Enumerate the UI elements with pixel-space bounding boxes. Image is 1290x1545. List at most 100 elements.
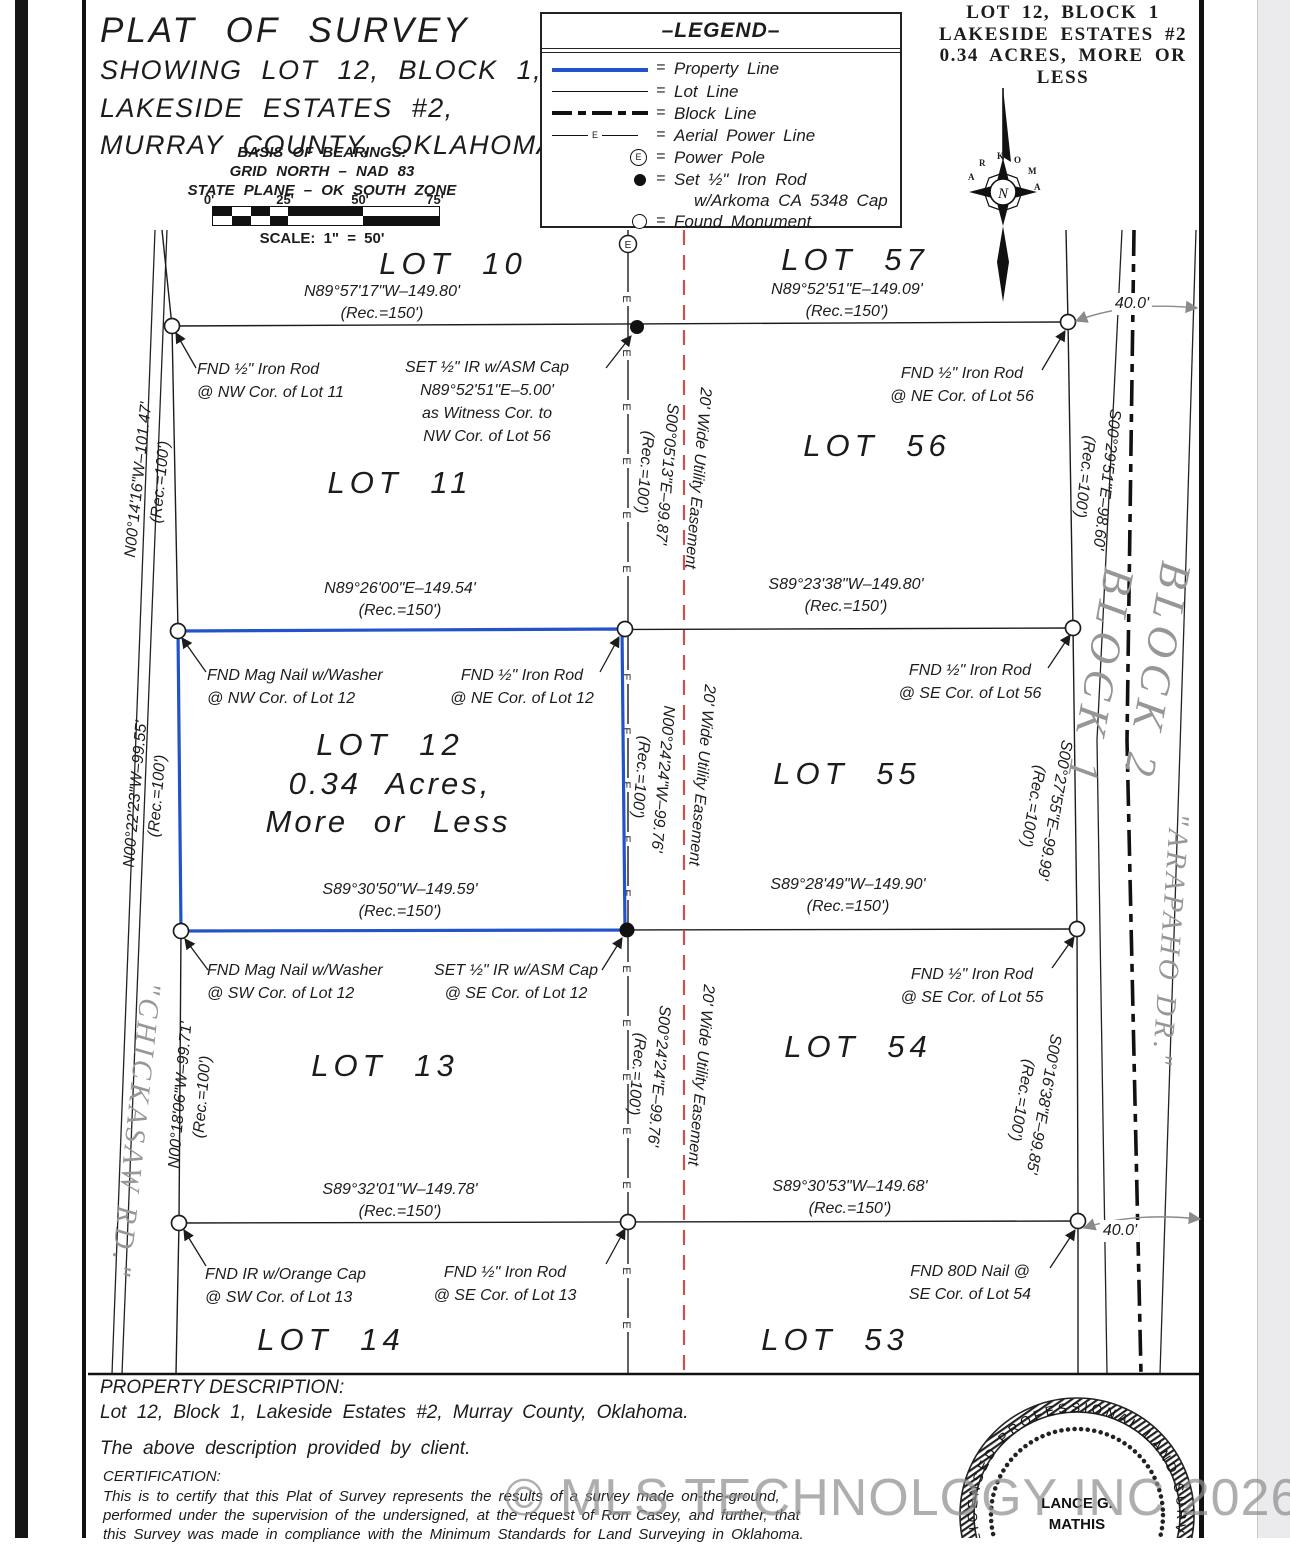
scale-caption: SCALE: 1" = 50' [259, 230, 385, 247]
svg-text:E: E [620, 965, 632, 972]
basis-of-bearings-1: BASIS OF BEARINGS: [237, 144, 407, 161]
compass-letter-r: R [979, 158, 986, 168]
scale-tick-0: 0' [203, 192, 215, 207]
property-line-swatch [552, 68, 648, 72]
record-text: (Rec.=150') [358, 602, 442, 619]
scale-tick-50: 50' [351, 192, 369, 207]
compass-letter-m: M [1028, 166, 1037, 176]
svg-text:E: E [620, 781, 632, 788]
corner-title-3: 0.34 ACRES, MORE OR LESS [939, 45, 1187, 88]
lot-10-label: LOT 10 [379, 246, 527, 281]
legend-label-block: Block Line [674, 104, 757, 123]
svg-text:E: E [620, 403, 632, 410]
record-text: (Rec.=150') [805, 303, 889, 320]
scan-edge-left [15, 0, 28, 1538]
note-line: @ SW Cor. of Lot 12 [207, 985, 355, 1002]
power-pole-symbol: E [618, 234, 638, 254]
certification-line-2: performed under the supervision of the u… [103, 1507, 800, 1524]
note-sw-lot12: FND Mag Nail w/Washer @ SW Cor. of Lot 1… [207, 959, 383, 1005]
record-text: (Rec.=150') [340, 305, 424, 322]
note-line: FND Mag Nail w/Washer [207, 962, 383, 979]
bearing-south-lot55: S89°28'49"W–149.90' (Rec.=150') [770, 874, 925, 918]
legend-row-lot-line: = Lot Line [542, 82, 900, 102]
road-lines [111, 229, 1197, 1375]
corner-title-block: LOT 12, BLOCK 1 LAKESIDE ESTATES #2 0.34… [930, 2, 1196, 88]
svg-text:E: E [620, 1267, 632, 1274]
power-pole-icon: E [630, 149, 647, 166]
svg-text:E: E [620, 349, 632, 356]
sheet-border-right [1199, 0, 1204, 1538]
record-text: (Rec.=150') [806, 898, 890, 915]
legend-label-set-rod: Set ½" Iron Rod [674, 170, 807, 189]
compass-letter-a1: A [968, 172, 975, 182]
corner-title-2: LAKESIDE ESTATES #2 [939, 23, 1187, 45]
note-line: FND ½" Iron Rod [908, 662, 1032, 679]
record-text: (Rec.=150') [804, 598, 888, 615]
record-text: (Rec.=150') [808, 1200, 892, 1217]
bearing-text: N89°52'51"E–149.09' [771, 281, 923, 298]
lot-12-acreage: 0.34 Acres, [288, 766, 492, 801]
note-line: @ SE Cor. of Lot 55 [900, 989, 1044, 1006]
page-subtitle-3: MURRAY COUNTY, OKLAHOMA [100, 130, 557, 160]
note-line: @ SE Cor. of Lot 13 [433, 1287, 577, 1304]
found-monuments [163, 313, 1087, 1232]
corner-title-1: LOT 12, BLOCK 1 [966, 2, 1160, 23]
note-line: SE Cor. of Lot 54 [908, 1286, 1032, 1303]
set-iron-rods [619, 320, 644, 938]
svg-text:E: E [620, 565, 632, 572]
leader-arrows [175, 330, 1076, 1269]
lot-11-label: LOT 11 [327, 465, 473, 500]
legend-label-lot: Lot Line [674, 82, 739, 101]
note-se-lot54: FND 80D Nail @ SE Cor. of Lot 54 [909, 1260, 1031, 1306]
svg-text:E: E [620, 1127, 632, 1134]
bearing-text: N89°26'00"E–149.54' [324, 580, 476, 597]
note-nw-lot11: FND ½" Iron Rod @ NW Cor. of Lot 11 [197, 358, 344, 404]
lot-55-label: LOT 55 [773, 756, 921, 791]
sheet-border-left [82, 0, 86, 1538]
equals-sign: = [656, 170, 666, 187]
page-subtitle-2: LAKESIDE ESTATES #2, [100, 93, 454, 123]
power-e-glyph: E [592, 130, 599, 140]
svg-text:E: E [620, 511, 632, 518]
note-line: @ SW Cor. of Lot 13 [205, 1289, 353, 1306]
compass-letter-k: K [997, 151, 1005, 161]
note-line: FND IR w/Orange Cap [205, 1266, 366, 1283]
note-line: @ NE Cor. of Lot 56 [890, 388, 1034, 405]
dimension-40-bottom: 40.0' [1099, 1220, 1141, 1243]
seal-name-2: MATHIS [1049, 1516, 1105, 1533]
property-description-title: PROPERTY DESCRIPTION: [100, 1377, 345, 1398]
scale-bar [212, 206, 440, 226]
note-line: FND ½" Iron Rod [910, 966, 1034, 983]
svg-text:E: E [620, 457, 632, 464]
note-se-lot13: FND ½" Iron Rod @ SE Cor. of Lot 13 [434, 1261, 577, 1307]
bearing-text: S89°32'01"W–149.78' [322, 1181, 478, 1198]
legend-row-found: = Found Monument [542, 212, 900, 232]
record-text: (Rec.=150') [358, 903, 442, 920]
note-line: @ NE Cor. of Lot 12 [450, 690, 594, 707]
certification-line-1: This is to certify that this Plat of Sur… [103, 1488, 780, 1505]
note-line: FND Mag Nail w/Washer [207, 667, 383, 684]
bearing-south-lot12: S89°30'50"W–149.59' (Rec.=150') [322, 879, 477, 923]
note-line: FND ½" Iron Rod [460, 667, 584, 684]
certification-title: CERTIFICATION: [103, 1468, 221, 1485]
lot-56-label: LOT 56 [803, 428, 951, 463]
found-monument-icon [632, 214, 647, 229]
set-iron-rod-icon [634, 174, 646, 186]
compass-letter-o: O [1014, 155, 1022, 165]
svg-text:E: E [620, 1073, 632, 1080]
bearing-text: S89°30'53"W–149.68' [772, 1178, 928, 1195]
note-line: @ SE Cor. of Lot 12 [444, 985, 588, 1002]
equals-sign: = [656, 82, 666, 99]
legend-row-set-rod-2: w/Arkoma CA 5348 Cap [542, 191, 900, 211]
svg-text:E: E [620, 1019, 632, 1026]
block-line-swatch [552, 111, 648, 115]
note-line: SET ½" IR w/ASM Cap [405, 359, 569, 376]
legend-label-property: Property Line [674, 59, 780, 78]
svg-text:E: E [620, 1181, 632, 1188]
bearing-text: S89°23'38"W–149.80' [768, 576, 924, 593]
svg-text:E: E [625, 240, 632, 251]
property-description-text: Lot 12, Block 1, Lakeside Estates #2, Mu… [100, 1402, 689, 1423]
note-nw-lot12: FND Mag Nail w/Washer @ NW Cor. of Lot 1… [207, 664, 383, 710]
